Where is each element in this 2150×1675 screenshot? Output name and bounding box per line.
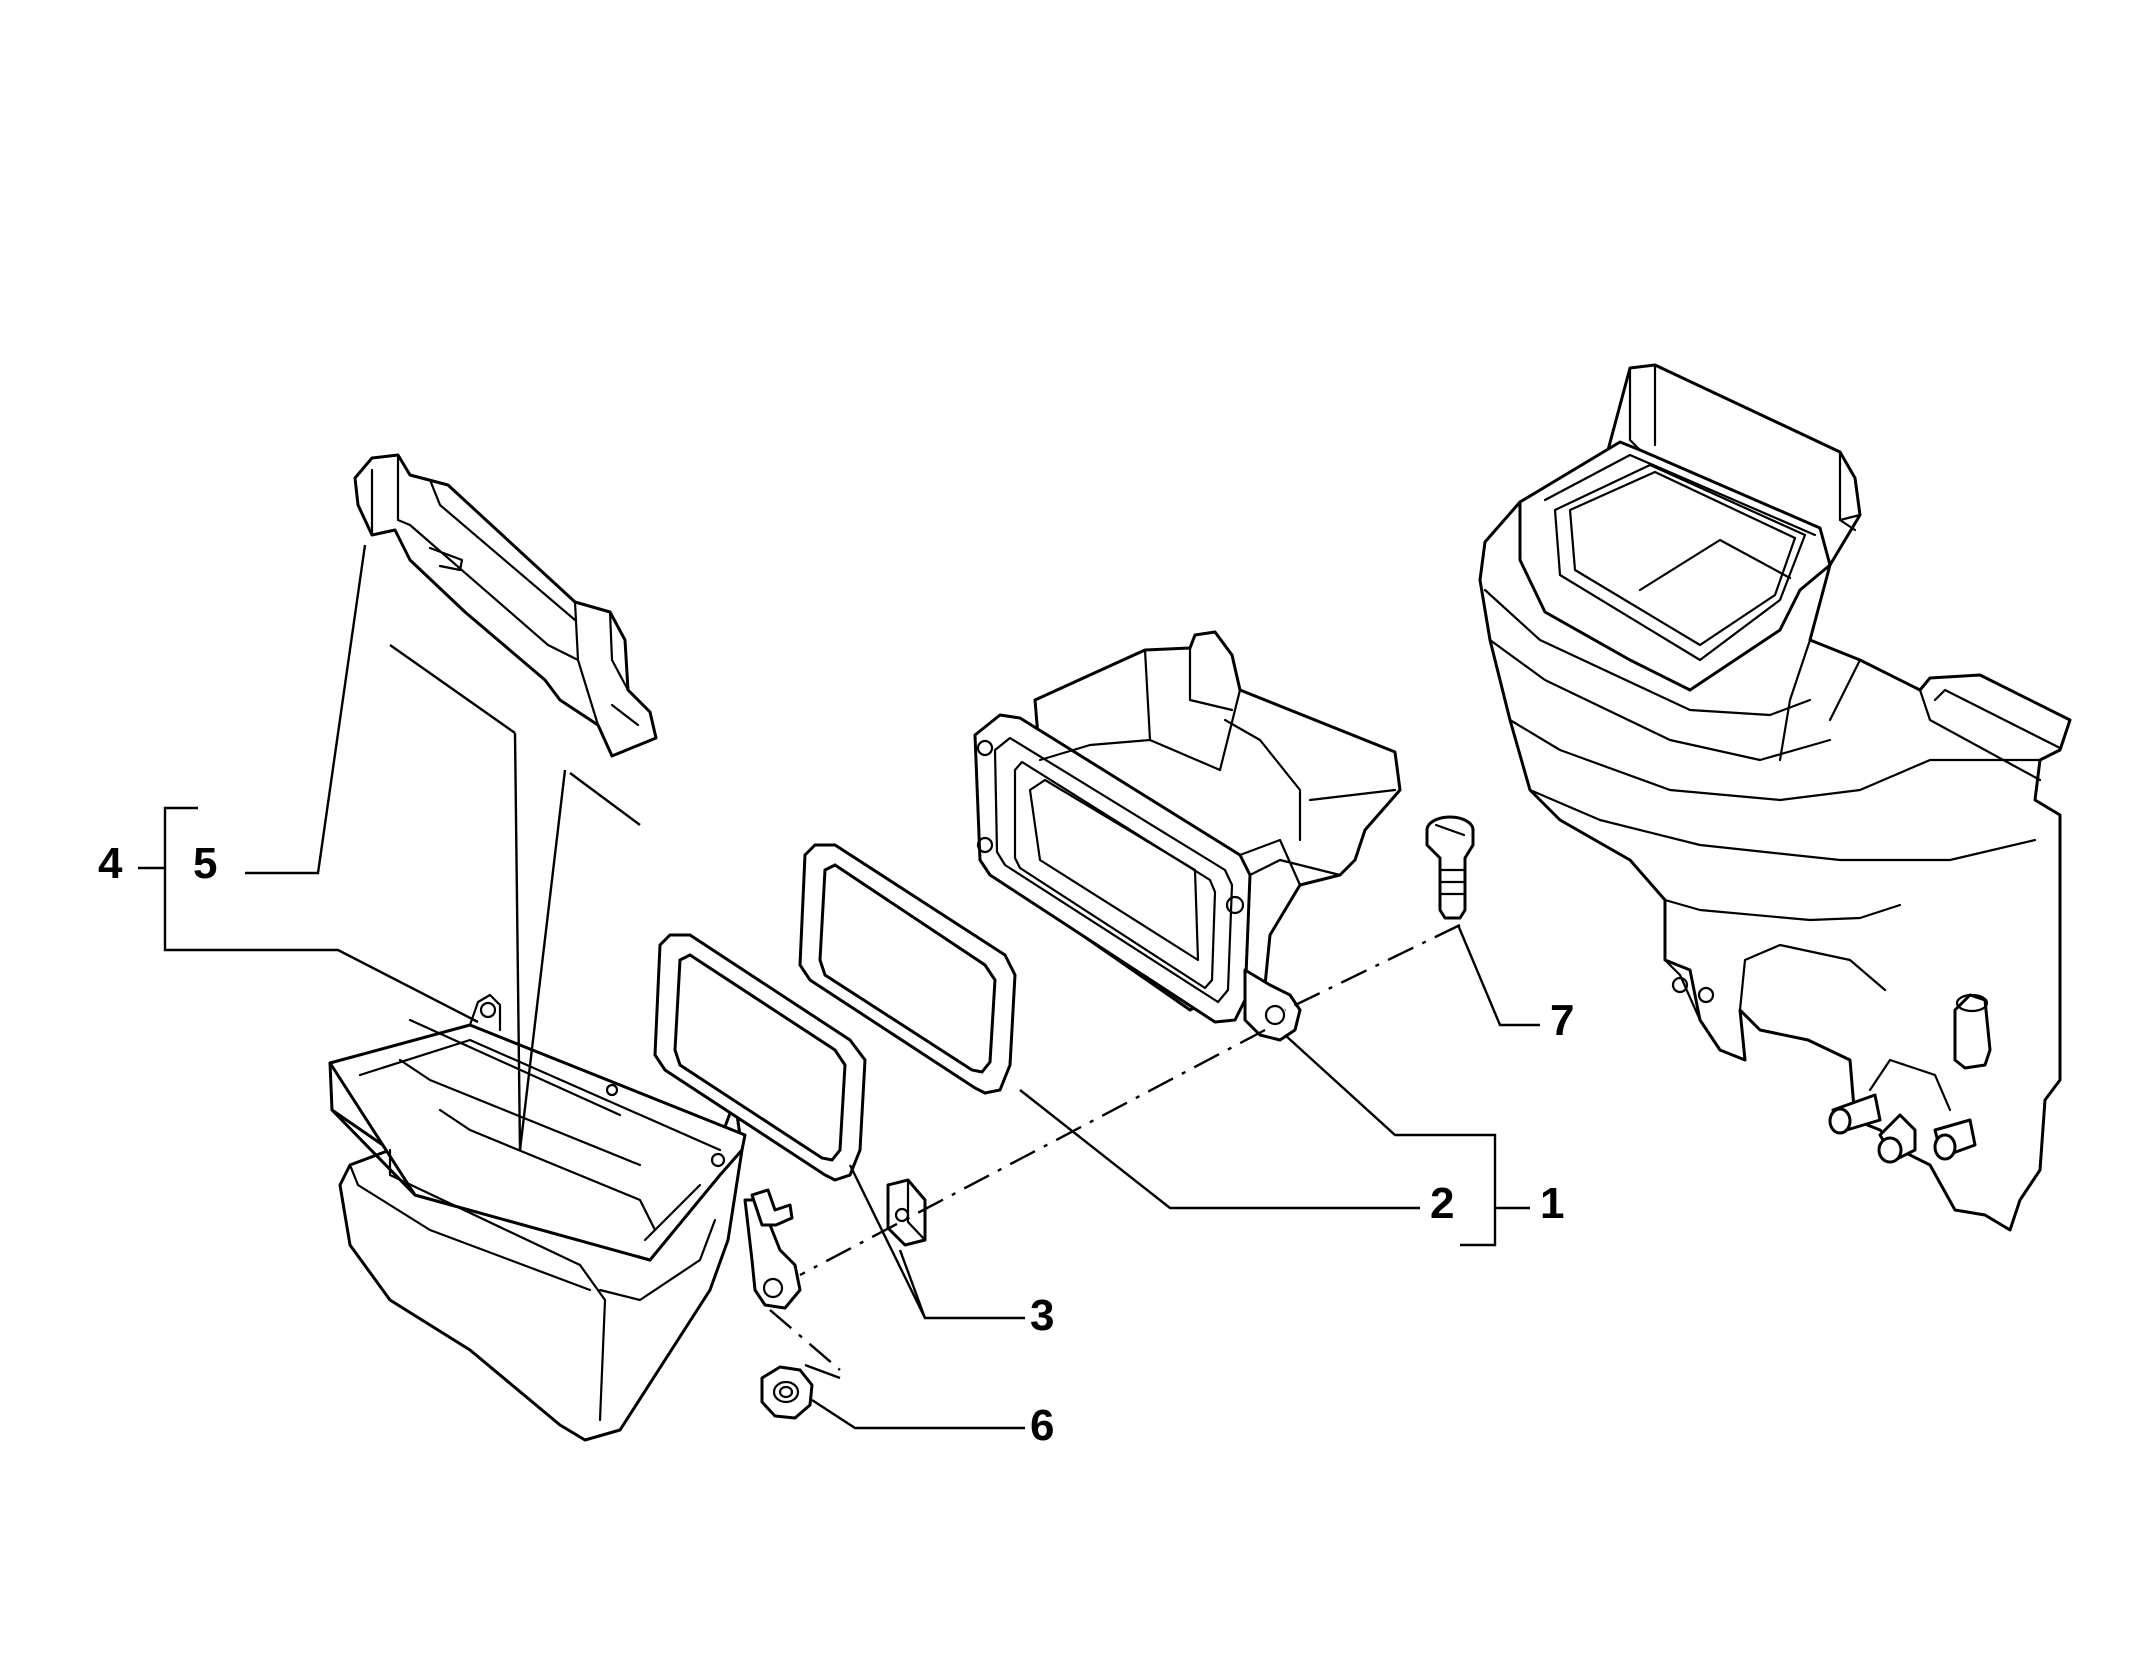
- callout-7: 7: [1550, 996, 1574, 1045]
- leader-6: [811, 1398, 1025, 1430]
- part-2-gasket-front: [653, 933, 867, 1182]
- axis-duct-to-housing: [799, 1028, 1266, 1277]
- leader-5: [245, 544, 367, 875]
- part-6-nut: [760, 1365, 814, 1420]
- callout-1: 1: [1540, 1179, 1564, 1228]
- part-4-lower-housing: [328, 993, 802, 1442]
- bracket-1: [1284, 1034, 1497, 1247]
- bracket-4: [138, 806, 198, 870]
- callout-3: 3: [1030, 1291, 1054, 1340]
- leader-2: [1019, 1089, 1420, 1210]
- axis-screw-to-duct: [1284, 923, 1461, 1012]
- heater-unit-assembly: [1478, 363, 2072, 1232]
- assembly-axes: [769, 923, 1461, 1380]
- part-3-clip-nut: [886, 1178, 927, 1247]
- axis-housing-to-nut: [769, 1309, 841, 1371]
- callout-5: 5: [193, 839, 217, 888]
- callout-4: 4: [98, 839, 123, 888]
- part-5-cover-bracket: [353, 453, 658, 758]
- part-7-screw: [1425, 815, 1475, 920]
- callout-labels: 4 5 7 2 1 3 6: [98, 839, 1574, 1450]
- callout-6: 6: [1030, 1401, 1054, 1450]
- leader-lines: [138, 544, 1540, 1430]
- part-2-gasket-rear: [798, 843, 1017, 1095]
- part-1-duct-housing: [973, 630, 1402, 1042]
- callout-2: 2: [1430, 1179, 1454, 1228]
- leader-7: [1456, 924, 1540, 1027]
- leader-3: [848, 1164, 1025, 1320]
